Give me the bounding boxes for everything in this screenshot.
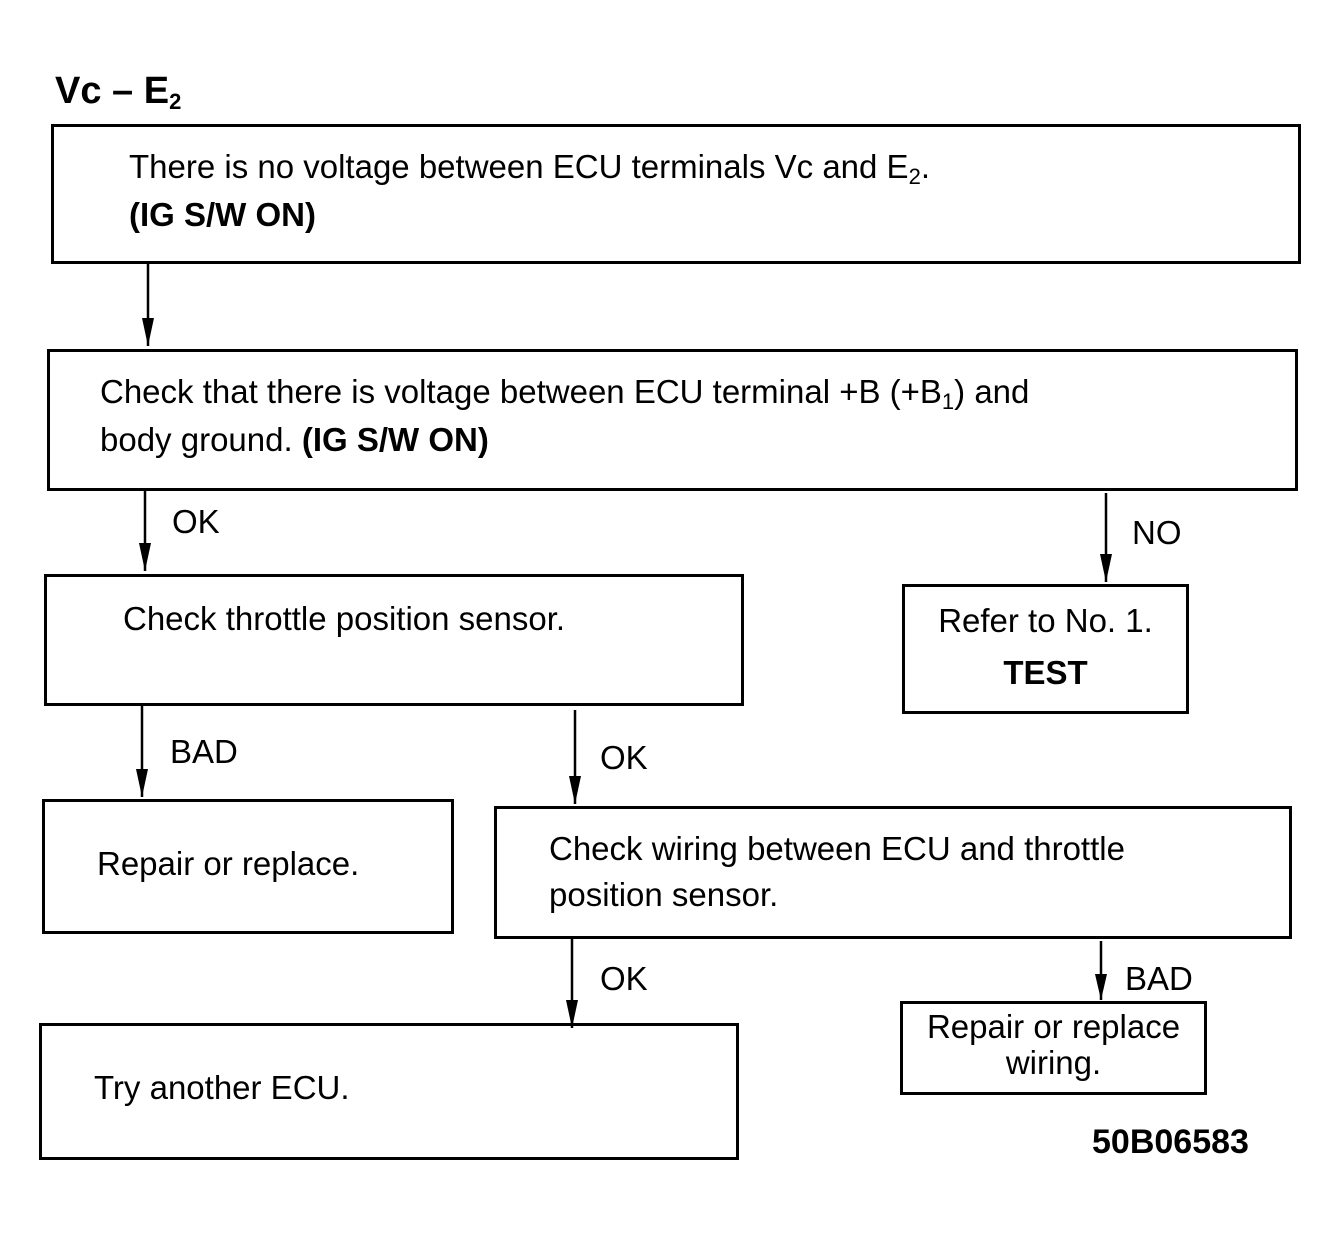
box-check-tps: Check throttle position sensor. [44,574,744,706]
box-repair-replace: Repair or replace. [42,799,454,934]
arrowhead-b1-to-b2 [142,318,154,346]
box-check-voltage: Check that there is voltage between ECU … [47,349,1298,491]
box-try-ecu: Try another ECU. [39,1023,739,1160]
arrowhead-b2-to-b3 [139,543,151,571]
title-main: Vc – E [55,70,170,112]
box-repair-wiring: Repair or replace wiring. [900,1001,1207,1095]
box-refer-test: Refer to No. 1. TEST [902,584,1189,714]
box-no-voltage-line2: (IG S/W ON) [129,196,316,233]
box-check-wiring: Check wiring between ECU and throttle po… [494,806,1292,939]
box-check-wiring-line2: position sensor. [549,876,779,913]
box-try-ecu-text: Try another ECU. [94,1069,350,1106]
box-no-voltage: There is no voltage between ECU terminal… [51,124,1301,264]
arrowhead-b3-to-b5 [136,769,148,797]
arrowhead-b3-to-b6 [569,776,581,804]
box-refer-test-line1: Refer to No. 1. [938,602,1153,639]
box-check-voltage-line1: Check that there is voltage between ECU … [100,373,1030,414]
box-check-tps-text: Check throttle position sensor. [123,600,566,637]
label-no-1: NO [1132,514,1182,551]
figure-id: 50B06583 [1092,1123,1249,1161]
arrowhead-b2-to-b4 [1100,554,1112,582]
box-repair-wiring-line2: wiring. [1005,1044,1102,1081]
box-check-voltage-line2: body ground. (IG S/W ON) [100,421,489,458]
box-no-voltage-line1: There is no voltage between ECU terminal… [129,148,930,189]
label-bad-2: BAD [1125,960,1193,997]
label-ok-3: OK [600,960,648,997]
label-ok-2: OK [600,739,648,776]
box-refer-test-line2: TEST [1003,654,1088,691]
box-repair-replace-text: Repair or replace. [97,845,360,882]
diagram-title: Vc – E2 [55,66,181,117]
box-repair-wiring-line1: Repair or replace [926,1008,1181,1045]
arrowhead-b6-to-b8 [1095,974,1107,1000]
label-bad-1: BAD [170,733,238,770]
arrowhead-b6-to-b7 [566,1000,578,1028]
label-ok-1: OK [172,503,220,540]
title-subscript: 2 [169,89,182,114]
box-check-wiring-line1: Check wiring between ECU and throttle [549,830,1125,867]
